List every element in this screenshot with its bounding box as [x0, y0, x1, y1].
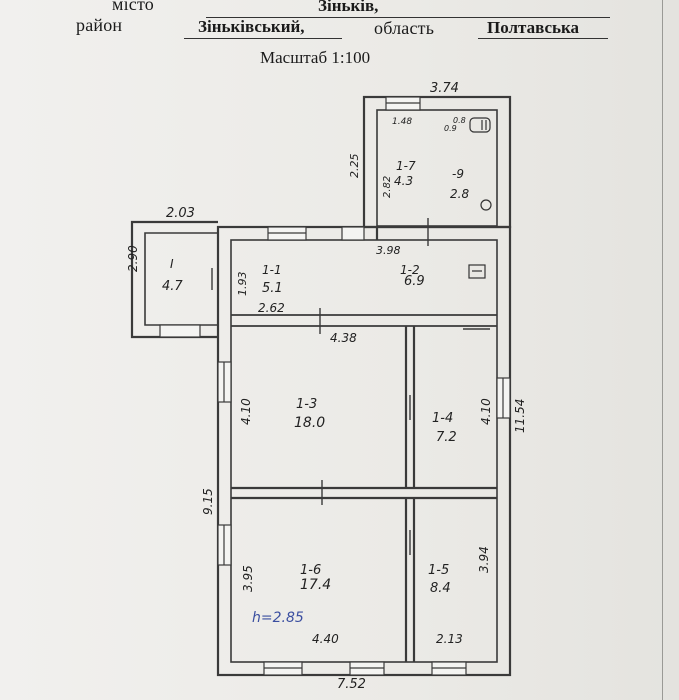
dim-225: 2.25 — [348, 154, 361, 179]
room-1-5-area: 8.4 — [430, 581, 451, 596]
city-label: місто — [112, 0, 155, 14]
dim-398: 3.98 — [376, 244, 401, 257]
windows — [159, 96, 511, 676]
district-value: Зіньківський, — [198, 17, 305, 36]
district-underline — [184, 38, 342, 39]
dim-290: 2.90 — [126, 245, 140, 272]
dim-148: 1.48 — [392, 117, 412, 127]
dim-08: 0.8 — [453, 116, 466, 125]
room-I-area: 4.7 — [162, 279, 183, 294]
room-1-3-id: 1-3 — [296, 397, 317, 412]
appliances — [468, 117, 492, 279]
room-1-6-area: 17.4 — [300, 577, 331, 593]
room-9-id: -9 — [452, 167, 464, 181]
room-1-5-id: 1-5 — [428, 563, 449, 578]
dim-09: 0.9 — [444, 124, 457, 133]
region-underline — [478, 38, 608, 39]
room-1-7-id: 1-7 — [396, 159, 416, 173]
room-height: h=2.85 — [252, 610, 304, 626]
dim-193: 1.93 — [236, 272, 249, 297]
dim-440: 4.40 — [312, 632, 339, 646]
dim-394: 3.94 — [477, 546, 491, 573]
room-1-4-id: 1-4 — [432, 411, 453, 426]
city-value: Зіньків, — [318, 0, 379, 15]
scale-label: Масштаб 1:100 — [260, 48, 371, 67]
door-marks — [211, 218, 490, 555]
region-value: Полтавська — [487, 18, 580, 37]
dim-438: 4.38 — [330, 331, 357, 345]
region-label: область — [374, 18, 435, 38]
room-1-7-area: 4.3 — [394, 174, 413, 188]
window-corridor-top-2 — [341, 226, 365, 241]
dim-410-right: 4.10 — [479, 398, 493, 425]
page-margin-line — [662, 0, 663, 700]
dim-1154: 11.54 — [513, 399, 527, 433]
outer-wall-annex — [362, 95, 512, 229]
room-1-4-area: 7.2 — [436, 430, 457, 445]
meter-icon — [480, 199, 492, 211]
dim-915: 9.15 — [201, 488, 215, 515]
dim-213: 2.13 — [436, 632, 463, 646]
dim-282: 2.82 — [382, 176, 393, 198]
dim-410-left: 4.10 — [239, 398, 253, 425]
boiler-icon — [469, 117, 491, 133]
dim-203: 2.03 — [166, 206, 195, 221]
room-1-1-area: 5.1 — [262, 281, 283, 296]
dimension-labels: 3.74 1.48 0.8 0.9 2.25 2.82 2.03 2.90 1.… — [126, 81, 527, 692]
room-1-6-id: 1-6 — [300, 563, 321, 578]
inner-wall-annex — [376, 109, 498, 227]
city-underline — [206, 17, 610, 18]
dim-262: 2.62 — [258, 301, 285, 315]
room-1-3-area: 18.0 — [294, 415, 325, 431]
dim-395: 3.95 — [241, 565, 255, 592]
window-porch-bottom — [159, 324, 201, 338]
district-label: район — [76, 15, 123, 35]
room-labels: I 4.7 1-1 5.1 1-2 6.9 1-3 18.0 1-4 7.2 1… — [162, 159, 469, 596]
room-1-2-id: 1-2 — [400, 263, 420, 277]
dim-top-width: 3.74 — [430, 81, 459, 96]
room-1-1-id: 1-1 — [262, 263, 282, 277]
dim-752: 7.52 — [337, 677, 366, 692]
room-9-area: 2.8 — [450, 187, 469, 201]
room-I-id: I — [170, 257, 174, 271]
room-1-2-area: 6.9 — [404, 274, 425, 289]
stove-icon — [468, 264, 486, 279]
